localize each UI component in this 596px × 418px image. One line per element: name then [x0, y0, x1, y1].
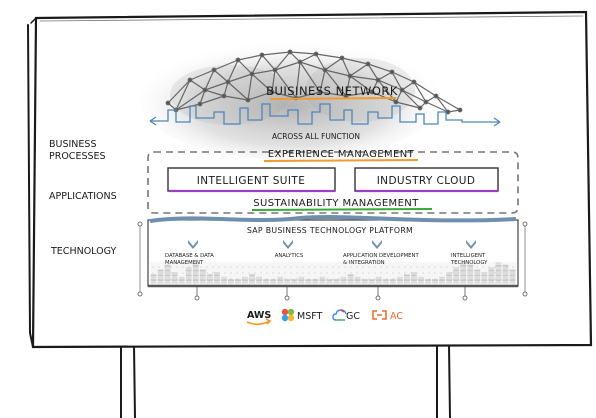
platform-title: SAP BUSINESS TECHNOLOGY PLATFORM [247, 226, 413, 235]
sustainability-management: SUSTAINABILITY MANAGEMENT [253, 198, 419, 209]
pillar-database-line2: MANAGEMENT [165, 260, 204, 266]
aws-label: AWS [247, 310, 271, 321]
intelligent-suite-label: INTELLIGENT SUITE [197, 175, 305, 187]
applications-dashed-box [147, 151, 519, 214]
pillar-appdev-line2: & INTEGRATION [343, 260, 385, 266]
industry-cloud-box: INDUSTRY CLOUD [354, 167, 499, 193]
provider-gc: GC [332, 309, 360, 322]
across-label: ACROSS ALL FUNCTION [272, 132, 360, 141]
provider-aws: AWS [246, 310, 272, 326]
label-applications: APPLICATIONS [49, 191, 117, 202]
board-legs [120, 344, 451, 418]
pillar-intelligent-line1: INTELLIGENT [451, 253, 486, 259]
pillar-database-line1: DATABASE & DATA [165, 253, 214, 259]
ac-logo-icon [372, 310, 387, 320]
msft-label: MSFT [297, 311, 323, 322]
experience-underline [263, 159, 419, 162]
label-processes: PROCESSES [49, 151, 106, 162]
label-business: BUSINESS [49, 139, 96, 150]
gc-cloud-icon [332, 309, 347, 321]
business-network-title: BUISINESS NETWORK [266, 84, 398, 98]
provider-msft: MSFT [281, 308, 323, 322]
ac-label: AC [390, 311, 403, 322]
connector-pins [137, 221, 528, 301]
skyline-line [149, 103, 501, 127]
pillar-chevrons [188, 240, 476, 249]
pillar-intelligent-line2: TECHNOLOGY [450, 260, 488, 266]
industry-cloud-label: INDUSTRY CLOUD [377, 175, 476, 187]
technology-platform [139, 215, 526, 293]
gc-label: GC [346, 311, 360, 322]
label-technology: TECHNOLOGY [50, 246, 116, 257]
pillar-appdev-line1: APPLICATION DEVELOPMENT [343, 253, 419, 259]
experience-management: EXPERIENCE MANAGEMENT [268, 149, 415, 160]
aws-smile-icon [246, 318, 272, 326]
platform-blocks [150, 262, 516, 284]
network-mesh [165, 49, 463, 115]
provider-ac: AC [372, 310, 403, 322]
pillar-analytics: ANALYTICS [275, 253, 304, 259]
title-underline [269, 97, 397, 100]
intelligent-suite-box: INTELLIGENT SUITE [167, 167, 336, 193]
sustainability-underline [251, 208, 433, 211]
msft-logo-icon [281, 308, 295, 322]
